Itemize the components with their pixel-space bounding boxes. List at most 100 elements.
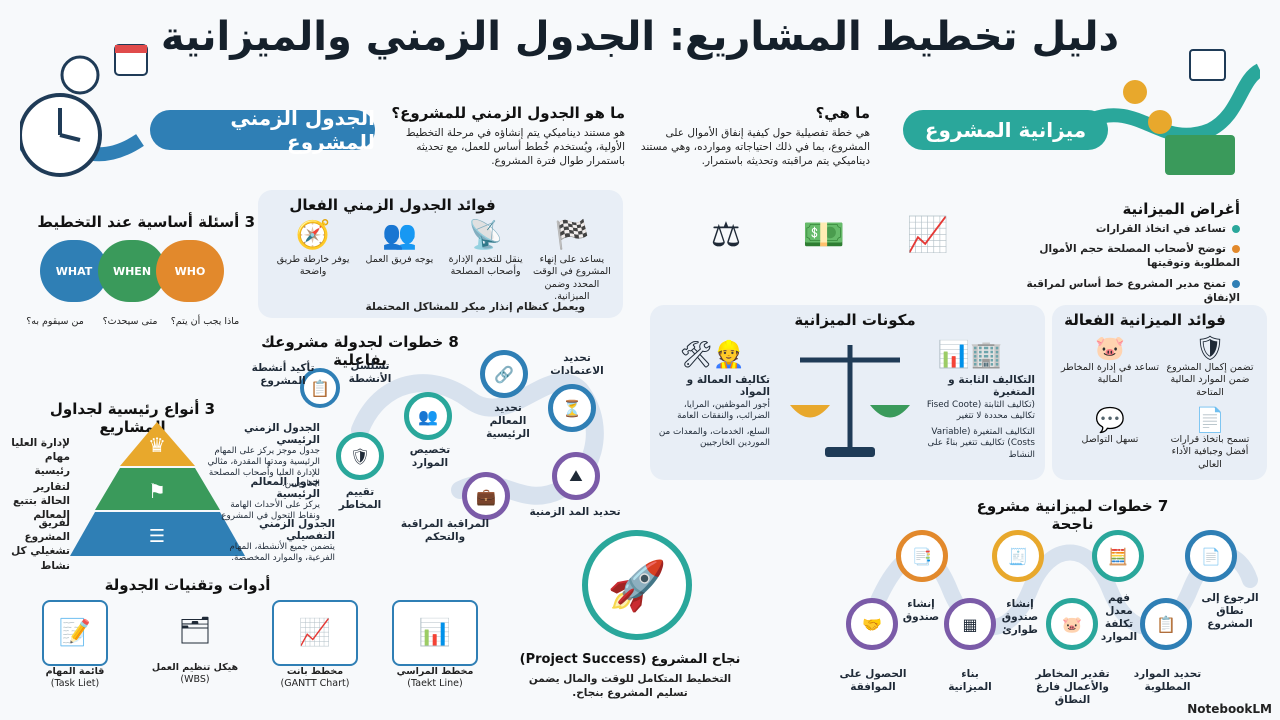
tool-en: (Task Liet) — [50, 678, 100, 690]
fixed-variable-block: 🏢📊 التكاليف الثابتة و المتغيرة (تكاليف ا… — [905, 340, 1035, 461]
emergency-fund-icon: 🧾 — [992, 530, 1044, 582]
svg-text:☰: ☰ — [149, 526, 165, 547]
type-1: الجدول الزمني الرئيسي جدول موجز يركز على… — [200, 422, 320, 490]
purpose-item: توضح لأصحاب المصلحة حجم الأموال المطلوبة… — [1039, 243, 1240, 270]
risk-shield-icon: 🛡 — [336, 432, 384, 480]
compass-icon: 🧭 — [295, 218, 331, 251]
timeline-what-text: هو مستند ديناميكي يتم إنشاؤه في مرحلة ال… — [405, 127, 625, 168]
wbs-tree-icon: 🗂 — [178, 616, 212, 646]
purposes-title: أغراض الميزانية — [1122, 200, 1240, 218]
question-label-when: متى سيحدث؟ — [102, 316, 158, 327]
checklist-icon: 📋 — [300, 368, 340, 408]
step-1-label: تأكيد أنشطة المشروع — [251, 362, 315, 388]
step-4-label: تحديد الاعتمادات — [550, 352, 604, 378]
budget-what-text: هي خطة تفصيلية حول كيفية إنفاق الأموال ع… — [640, 127, 870, 168]
budget-benefit-item: 🛡 تضمن إكمال المشروع ضمن الموارد المالية… — [1160, 334, 1260, 406]
timeline-benefits-title: فوائد الجدول الزمني الفعال — [289, 196, 496, 214]
budget-step-2-label: تحديد الموارد المطلوبة — [1133, 668, 1202, 694]
svg-text:⚑: ⚑ — [148, 479, 166, 503]
timeline-what-title: ما هو الجدول الزمني للمشروع؟ — [391, 104, 625, 122]
variable-text: التكاليف المتغيرة (Variable Costs) تكالي… — [927, 426, 1035, 460]
briefcase-icon: 💼 — [462, 472, 510, 520]
file-check-icon: 📑 — [896, 530, 948, 582]
question-label-what: ماذا يجب أن يتم؟ — [170, 316, 240, 327]
tool-ar: قائمة المهام — [45, 666, 105, 677]
clock-road-icon — [20, 44, 148, 177]
who-bubble: WHO — [156, 240, 224, 302]
resources-icon: 👥 — [404, 392, 452, 440]
budget-step-7-label: إنشاء صندوق — [902, 598, 940, 624]
growth-chart-icon: 📈 — [906, 215, 950, 255]
labor-materials-block: 👷🛠 تكاليف العمالة و المواد أجور الموظفين… — [655, 340, 770, 450]
timeline-benefits-list: 🏁 يساعد على إنهاء المشروع في الوقت المحد… — [270, 218, 615, 302]
shield-dollar-icon: 🛡 — [1194, 334, 1226, 362]
tools-title: أدوات وتقنيات الجدولة — [104, 576, 271, 594]
budget-benefits-list: 🛡 تضمن إكمال المشروع ضمن الموارد المالية… — [1060, 334, 1260, 478]
spreadsheet-icon: ▦ — [944, 598, 996, 650]
budget-step-6-label: بناء الميزانية — [948, 668, 992, 694]
budget-benefits-card — [1052, 305, 1267, 480]
budget-step-3-label: فهم معدل تكلفة الموارد — [1100, 592, 1138, 644]
tool-ar: مخطط بانت — [286, 666, 344, 677]
budget-benefit-item: 📄 تسمح باتخاذ قرارات أفضل وجبافية الأداء… — [1160, 406, 1260, 478]
scale-icon: ⚖ — [710, 215, 742, 255]
team-icon: 👥 — [381, 218, 417, 251]
hourglass-icon: ⏳ — [548, 384, 596, 432]
benefit-item: 🏁 يساعد على إنهاء المشروع في الوقت المحد… — [531, 218, 613, 302]
money-road-icon — [1090, 49, 1260, 175]
link-icon: 🔗 — [480, 350, 528, 398]
benefit-text: يوفر خارطة طريق واضحة — [276, 254, 350, 278]
when-bubble: WHEN — [98, 240, 166, 302]
type-2: جدول المعالم الرئيسية يركز على الأحداث ا… — [210, 476, 320, 522]
success-text: التخطيط المتكامل للوقت والمال يضمن تسليم… — [528, 673, 732, 700]
budget-what-title: ما هي؟ — [815, 104, 870, 122]
labor-title: تكاليف العمالة و المواد — [686, 374, 770, 398]
mountain-icon: ⛰ — [552, 452, 600, 500]
antenna-icon: 📡 — [468, 218, 504, 251]
type-1-side: لإدارة العليا مهام رئيسية — [11, 437, 70, 478]
benefit-item: 👥 يوجه فريق العمل — [358, 218, 440, 298]
success-title: نجاح المشروع (Project Success) — [519, 652, 741, 667]
types-title: 3 أنواع رئيسية لجداول المشاريع — [49, 400, 216, 436]
chat-bubbles-icon: 💬 — [1095, 406, 1125, 434]
type-1-desc: جدول موجز يركز على المهام الرئيسية ومدته… — [207, 446, 320, 489]
tool-item: 📈 مخطط بانت (GANTT Chart) — [260, 600, 370, 705]
tools-list: 📊 مخطط المراسي (Taekt Line) 📈 مخطط بانت … — [20, 600, 490, 705]
what-bubble: WHAT — [40, 240, 108, 302]
tool-en: (WBS) — [180, 674, 210, 686]
benefit-text: ينقل للتخدم الإدارة وأصحاب المصلحة — [448, 254, 523, 278]
calculator-icon: 🧮 — [1092, 530, 1144, 582]
step-7-label: تخصيص الموارد — [409, 444, 451, 470]
step-5-label: تحديد المد الزمنية — [529, 506, 621, 518]
timeline-chart-icon: 📊 — [392, 600, 478, 666]
purpose-item: تساعد في اتخاذ القرارات — [990, 222, 1240, 236]
timeline-benefits-card — [258, 190, 623, 318]
questions-bubbles: WHAT WHEN WHO — [40, 240, 224, 310]
type-2-side: لتقارير الحالة بتتبع المعالم — [13, 481, 70, 522]
document-search-icon: 📄 — [1195, 406, 1225, 434]
balance-scale-icon — [790, 345, 910, 457]
finish-flag-icon: 🏁 — [554, 218, 590, 251]
budget-step-1-label: الرجوع إلى نطاق المشروع — [1201, 592, 1259, 631]
type-3-name: الجدول الزمني التفصيلي — [259, 518, 335, 542]
budget-benefit-item: 🐷 تساعد في إدارة المخاطر المالية — [1060, 334, 1160, 386]
timeline-pill: الجدول الزمني للمشروع — [150, 106, 375, 154]
type-3-side: لفريق المشروع تشغيلي كل نشاط — [11, 517, 70, 572]
purpose-icons: ⚖ 💵 📈 — [680, 215, 980, 270]
budget-benefit-item: 💬 تسهل التواصل — [1060, 406, 1160, 478]
benefit-item: 📡 ينقل للتخدم الإدارة وأصحاب المصلحة — [445, 218, 527, 298]
timeline-steps-title: 8 خطوات لجدولة مشروعك بفاعلية — [261, 333, 459, 369]
step-6-label: تقييم المخاطر — [338, 486, 382, 512]
step-8-label: المراقبة المراقبة والتحكم — [400, 518, 490, 544]
page-title: دليل تخطيط المشاريع: الجدول الزمني والمي… — [160, 14, 1120, 60]
tool-item: 📝 قائمة المهام (Task Liet) — [20, 600, 130, 705]
tool-ar: مخطط المراسي — [396, 666, 474, 677]
tool-ar: هيكل تنظيم العمل — [151, 662, 239, 673]
checklist-icon: 📋 — [1140, 598, 1192, 650]
svg-text:♛: ♛ — [148, 433, 166, 457]
fixed-title: التكاليف الثابتة و المتغيرة — [948, 374, 1035, 398]
purposes-list: تساعد في اتخاذ القرارات توضح لأصحاب المص… — [990, 222, 1240, 305]
notebooklm-brand: NotebookLM — [1187, 702, 1272, 716]
timeline-benefits-note: ويعمل كنظام إنذار مبكر للمشاكل المحتملة — [365, 301, 585, 313]
task-list-icon: 📝 — [42, 600, 108, 666]
